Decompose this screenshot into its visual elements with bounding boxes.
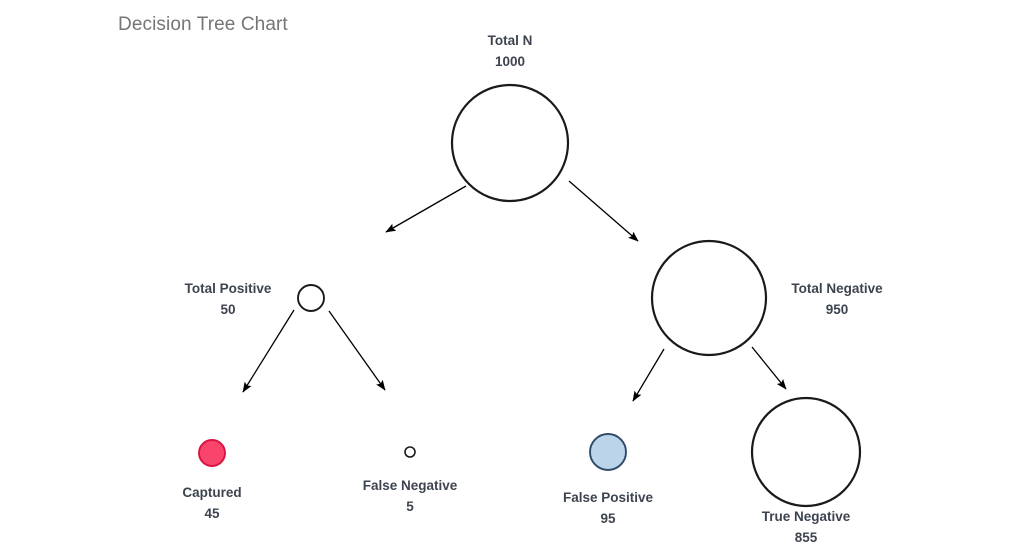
node-label-total-positive: Total Positive 50 (0, 279, 733, 321)
node-label-total-n: Total N 1000 (5, 31, 1010, 73)
node-label-name-false-negative: False Negative (362, 478, 458, 493)
node-label-name-false-positive: False Positive (562, 490, 654, 505)
node-label-name-total-positive: Total Positive (184, 281, 272, 296)
edge-total-positive-to-false-negative (328, 310, 386, 391)
node-label-name-captured: Captured (182, 485, 242, 500)
node-label-value-total-positive: 50 (220, 301, 236, 317)
node-label-value-total-n: 1000 (494, 53, 526, 69)
node-label-value-true-negative: 855 (794, 529, 818, 545)
edge-total-positive-to-captured (242, 309, 295, 393)
node-label-captured: Captured 45 (0, 483, 717, 525)
edge-total-n-to-total-negative (568, 180, 639, 242)
nodes-layer (198, 83, 862, 508)
node-label-name-true-negative: True Negative (761, 509, 851, 524)
node-circle-total-positive[interactable] (297, 284, 325, 312)
node-label-value-captured: 45 (204, 505, 220, 521)
node-label-total-negative: Total Negative 950 (332, 279, 1010, 321)
edge-total-n-to-total-positive (385, 185, 467, 233)
node-circle-total-negative[interactable] (650, 239, 768, 357)
node-label-name-total-negative: Total Negative (791, 281, 883, 296)
node-label-true-negative: True Negative 855 (301, 507, 1010, 548)
edge-total-negative-to-true-negative (751, 346, 787, 390)
page-title: Decision Tree Chart (118, 14, 288, 35)
node-label-value-false-positive: 95 (600, 510, 616, 526)
edge-total-negative-to-false-positive (632, 348, 665, 402)
node-circle-total-n[interactable] (450, 83, 570, 203)
node-circle-true-negative[interactable] (750, 396, 862, 508)
node-circle-false-negative[interactable] (404, 446, 416, 458)
node-label-false-negative: False Negative 5 (0, 476, 915, 518)
node-circle-captured[interactable] (198, 439, 226, 467)
edges-layer (242, 180, 787, 402)
node-label-name-total-n: Total N (487, 33, 533, 48)
node-label-value-false-negative: 5 (406, 498, 414, 514)
node-circle-false-positive[interactable] (589, 433, 627, 471)
node-label-value-total-negative: 950 (825, 301, 849, 317)
node-label-false-positive: False Positive 95 (103, 488, 1010, 530)
